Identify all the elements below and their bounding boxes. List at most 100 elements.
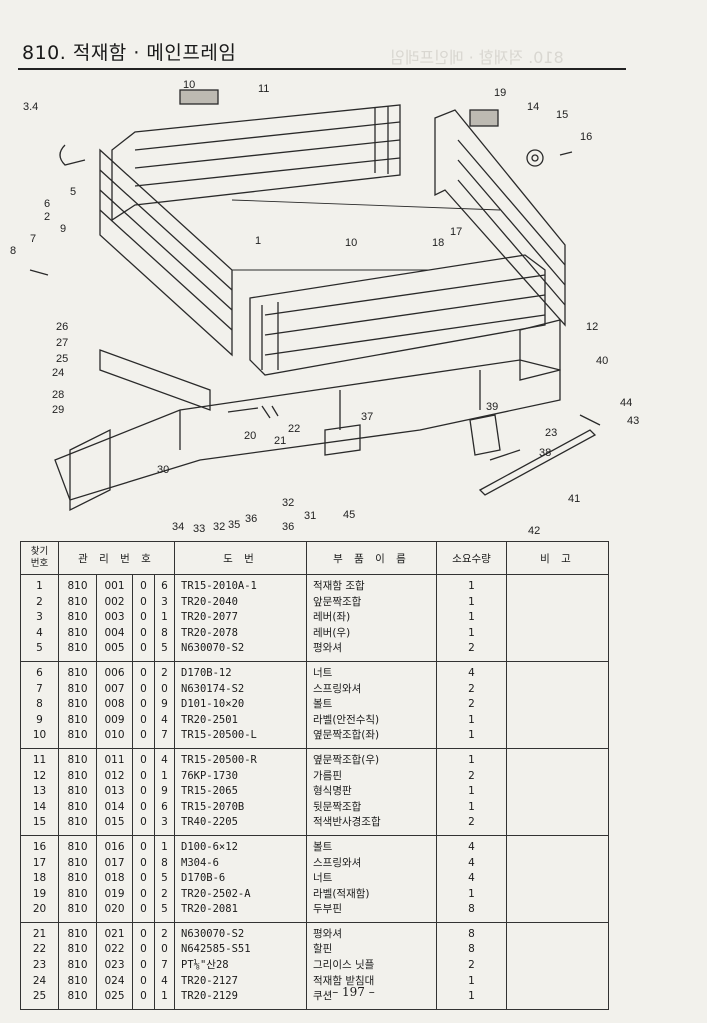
cell-c: 0: [132, 661, 155, 682]
callout: 2: [44, 211, 50, 223]
cell-ref: 2: [20, 594, 59, 611]
callout: 29: [52, 404, 64, 416]
cell-drawing: D101-10×20: [174, 697, 307, 713]
cell-remarks: [506, 973, 609, 990]
cell-ref: 21: [20, 922, 59, 943]
cell-ref: 10: [20, 728, 59, 749]
cell-c: 0: [132, 641, 155, 662]
cell-b: 006: [96, 661, 133, 682]
cell-d: 2: [154, 661, 175, 682]
cell-remarks: [506, 902, 609, 923]
right-panel-rails: [264, 274, 546, 356]
cell-c: 0: [132, 625, 155, 642]
header-remarks: 비 고: [506, 541, 609, 575]
cell-c: 0: [132, 922, 155, 943]
cell-name: 옆문짝조합(좌): [306, 728, 437, 749]
cell-a: 810: [58, 835, 97, 856]
cell-qty: 2: [436, 641, 507, 662]
callout: 32: [282, 497, 294, 509]
cell-remarks: [506, 748, 609, 769]
cell-a: 810: [58, 855, 97, 872]
callout: 26: [56, 321, 68, 333]
cell-qty: 1: [436, 886, 507, 903]
cell-d: 0: [154, 942, 175, 959]
callout: 35: [228, 519, 240, 531]
cell-d: 4: [154, 712, 175, 729]
bleed-through-title: 810. 적재함 · 메인프레임: [390, 48, 564, 67]
cell-a: 810: [58, 942, 97, 959]
cell-drawing: TR15-20500-R: [174, 748, 307, 769]
cell-b: 022: [96, 942, 133, 959]
cell-name: 뒷문짝조합: [306, 799, 437, 816]
title-rule: [18, 68, 626, 70]
cell-qty: 2: [436, 681, 507, 698]
cell-qty: 1: [436, 712, 507, 729]
cell-d: 1: [154, 610, 175, 626]
cell-d: 7: [154, 958, 175, 974]
cell-c: 0: [132, 835, 155, 856]
callout: 44: [620, 397, 632, 409]
cell-a: 810: [58, 886, 97, 903]
cell-name: 스프링와셔: [306, 681, 437, 698]
cell-d: 6: [154, 574, 175, 595]
cell-b: 020: [96, 902, 133, 923]
cell-ref: 9: [20, 712, 59, 729]
cell-c: 0: [132, 958, 155, 974]
cell-c: 0: [132, 815, 155, 836]
left-side-panel: [99, 148, 233, 357]
cell-drawing: TR15-2065: [174, 784, 307, 800]
cell-b: 013: [96, 784, 133, 800]
cell-a: 810: [58, 958, 97, 974]
header-mgmt-no: 관 리 번 호: [58, 541, 175, 575]
callout: 19: [494, 87, 506, 99]
cell-remarks: [506, 784, 609, 800]
cell-ref: 22: [20, 942, 59, 959]
cell-remarks: [506, 661, 609, 682]
cell-d: 1: [154, 835, 175, 856]
callout: 30: [157, 464, 169, 476]
cell-remarks: [506, 712, 609, 729]
cell-ref: 24: [20, 973, 59, 990]
cell-drawing: D170B-12: [174, 661, 307, 682]
cell-name: 옆문짝조합(우): [306, 748, 437, 769]
cell-qty: 1: [436, 574, 507, 595]
cell-remarks: [506, 728, 609, 749]
callout: 15: [556, 109, 568, 121]
callout: 38: [539, 447, 551, 459]
cell-qty: 2: [436, 768, 507, 785]
lever-hook: [579, 414, 601, 426]
cell-d: 5: [154, 871, 175, 887]
cell-drawing: TR20-2040: [174, 594, 307, 611]
cell-remarks: [506, 574, 609, 595]
header-part-name: 부 품 이 름: [306, 541, 437, 575]
cell-b: 010: [96, 728, 133, 749]
cell-b: 005: [96, 641, 133, 662]
cell-c: 0: [132, 799, 155, 816]
cell-remarks: [506, 697, 609, 713]
cell-drawing: N630070-S2: [174, 641, 307, 662]
cell-name: 라벨(적재함): [306, 886, 437, 903]
cell-qty: 8: [436, 902, 507, 923]
cell-ref: 17: [20, 855, 59, 872]
header-qty: 소요수량: [436, 541, 507, 575]
cell-c: 0: [132, 712, 155, 729]
hinge-pin: [489, 449, 521, 461]
cell-a: 810: [58, 784, 97, 800]
cell-remarks: [506, 594, 609, 611]
cell-c: 0: [132, 871, 155, 887]
front-panel-post: [374, 106, 389, 174]
washer-hole: [531, 154, 539, 162]
cell-ref: 8: [20, 697, 59, 713]
header-ref-no: 찾기 번호: [20, 541, 59, 575]
cell-qty: 1: [436, 748, 507, 769]
callout: 7: [30, 233, 36, 245]
cell-drawing: N642585-S51: [174, 942, 307, 959]
cell-ref: 12: [20, 768, 59, 785]
callout: 12: [586, 321, 598, 333]
cell-a: 810: [58, 768, 97, 785]
cell-name: 볼트: [306, 835, 437, 856]
